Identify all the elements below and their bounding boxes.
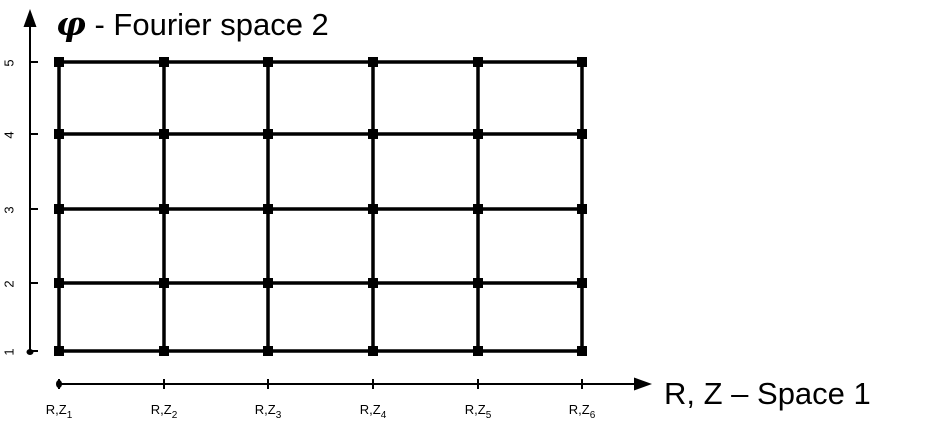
phi-symbol: φ (56, 4, 86, 43)
grid-node-r1-c6 (577, 346, 587, 356)
grid-node-r1-c3 (263, 346, 273, 356)
x-tick-label-base: R,Z (151, 402, 172, 417)
y-axis: 1 2 3 4 5 (1, 9, 38, 356)
x-tick-label-base: R,Z (569, 402, 590, 417)
y-tick-label-5: 5 (1, 59, 16, 66)
y-axis-arrowhead (23, 9, 37, 27)
grid-node-r1-c2 (159, 346, 169, 356)
grid-node-r3-c3 (263, 204, 273, 214)
grid-node-r1-c5 (473, 346, 483, 356)
x-axis-arrowhead (634, 377, 652, 391)
x-tick-label-base: R,Z (255, 402, 276, 417)
x-tick-label-subscript: 6 (590, 410, 596, 421)
x-tick-label-3: R,Z3 (255, 402, 282, 421)
grid-node-r4-c3 (263, 129, 273, 139)
grid-node-r4-c1 (54, 129, 64, 139)
grid-node-r3-c5 (473, 204, 483, 214)
y-tick-label-1: 1 (1, 348, 16, 355)
grid-node-r4-c6 (577, 129, 587, 139)
x-tick-label-base: R,Z (360, 402, 381, 417)
grid-node-r5-c6 (577, 57, 587, 67)
grid-node-r5-c5 (473, 57, 483, 67)
grid-node-r1-c1 (54, 346, 64, 356)
grid-node-r5-c4 (368, 57, 378, 67)
grid-node-r3-c2 (159, 204, 169, 214)
x-tick-label-2: R,Z2 (151, 402, 178, 421)
grid-node-r2-c5 (473, 278, 483, 288)
grid-node-r2-c1 (54, 278, 64, 288)
grid-node-r2-c4 (368, 278, 378, 288)
y-axis-ticks: 1 2 3 4 5 (1, 59, 38, 356)
grid-node-r5-c3 (263, 57, 273, 67)
grid-node-r3-c1 (54, 204, 64, 214)
grid-node-r4-c4 (368, 129, 378, 139)
x-tick-label-4: R,Z4 (360, 402, 387, 421)
grid (54, 57, 587, 356)
x-tick-label-1: R,Z1 (46, 402, 73, 421)
grid-node-r3-c6 (577, 204, 587, 214)
title-label: - Fourier space 2 (86, 7, 329, 42)
grid-node-r1-c4 (368, 346, 378, 356)
grid-node-r5-c1 (54, 57, 64, 67)
y-tick-label-2: 2 (1, 280, 16, 287)
x-tick-label-base: R,Z (46, 402, 67, 417)
x-tick-label-subscript: 2 (172, 410, 178, 421)
x-tick-label-subscript: 3 (276, 410, 282, 421)
grid-node-r5-c2 (159, 57, 169, 67)
grid-node-r2-c6 (577, 278, 587, 288)
x-axis-title: R, Z – Space 1 (664, 376, 871, 411)
x-tick-label-6: R,Z6 (569, 402, 596, 421)
grid-node-r4-c2 (159, 129, 169, 139)
grid-node-r4-c5 (473, 129, 483, 139)
grid-node-r2-c2 (159, 278, 169, 288)
x-tick-label-subscript: 5 (486, 410, 492, 421)
y-tick-label-3: 3 (1, 206, 16, 213)
x-tick-label-subscript: 1 (67, 410, 73, 421)
x-tick-label-base: R,Z (465, 402, 486, 417)
y-tick-label-4: 4 (1, 131, 16, 138)
grid-node-r3-c4 (368, 204, 378, 214)
x-tick-label-5: R,Z5 (465, 402, 492, 421)
x-tick-label-subscript: 4 (381, 410, 387, 421)
grid-node-r2-c3 (263, 278, 273, 288)
diagram-title: φ - Fourier space 2 (56, 4, 329, 43)
